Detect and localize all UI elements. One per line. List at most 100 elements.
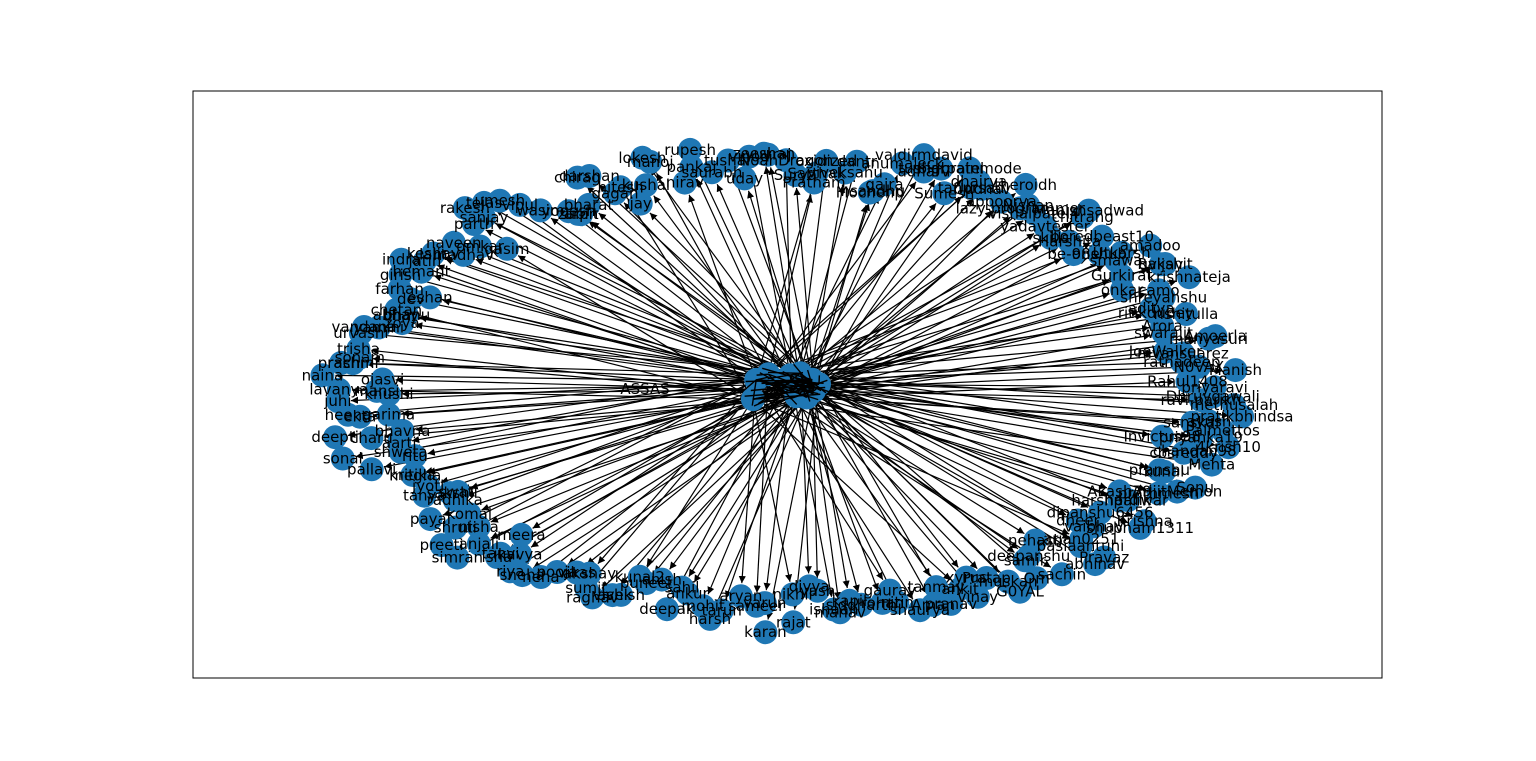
- graph-edge: [800, 372, 1108, 497]
- graph-node-label: ratnadeep: [1143, 353, 1220, 371]
- graph-edge: [495, 222, 792, 383]
- graph-node-label: Amoerla: [1184, 327, 1247, 345]
- graph-hub-edge: [739, 379, 757, 395]
- graph-node-label: theroidh: [994, 176, 1057, 194]
- graph-node-label: bigbrainmode: [917, 159, 1021, 177]
- graph-edge: [598, 184, 813, 381]
- graph-node: [376, 402, 401, 427]
- graph-node: [564, 560, 589, 585]
- graph-node-label: yash: [800, 582, 835, 600]
- graph-node: [390, 418, 415, 443]
- graph-edge: [768, 258, 1062, 375]
- graph-edge: [372, 355, 797, 397]
- graph-node: [638, 149, 663, 174]
- graph-node: [508, 542, 533, 567]
- graph-node-label: hitesh: [598, 178, 644, 196]
- graph-edge: [791, 312, 1144, 383]
- graph-edge: [597, 379, 757, 565]
- graph-node-label: payal: [410, 510, 451, 528]
- graph-node-label: chetan: [371, 301, 423, 319]
- graph-edge: [693, 387, 815, 583]
- graph-node-label: pallavi: [347, 460, 396, 478]
- graph-node: [1171, 440, 1196, 465]
- graph-edge: [601, 390, 815, 589]
- graph-node: [1065, 508, 1090, 533]
- graph-node: [628, 191, 653, 216]
- graph-node: [528, 565, 553, 589]
- graph-node: [1049, 562, 1074, 587]
- graph-edge: [768, 167, 813, 380]
- graph-edge: [790, 374, 1216, 448]
- axes-frame: [192, 90, 1383, 679]
- graph-node-label: tushar: [704, 152, 753, 170]
- graph-node: [989, 189, 1014, 214]
- graph-node-label: Surya: [774, 166, 817, 184]
- graph-node: [1177, 265, 1202, 290]
- graph-node-label: anjali: [459, 535, 499, 553]
- graph-edge: [763, 166, 802, 390]
- graph-edge: [433, 274, 757, 381]
- graph-edge: [812, 379, 1183, 451]
- graph-node-label: nehasb: [1008, 532, 1063, 550]
- graph-node-label: gvijay: [1138, 255, 1183, 273]
- graph-node-label: arjan0251: [1043, 530, 1119, 548]
- graph-edge: [795, 198, 974, 397]
- graph-node-label: akshay: [563, 565, 616, 583]
- graph-node-label: skills: [1032, 229, 1069, 247]
- graph-node: [924, 575, 949, 600]
- graph-edge: [384, 396, 807, 440]
- graph-node: [728, 584, 753, 609]
- graph-node-label: shreyanshu: [1120, 288, 1207, 306]
- graph-node-label: hemant: [393, 263, 451, 281]
- graph-edge: [532, 387, 814, 569]
- graph-node-label: sumit: [565, 579, 607, 597]
- graph-node-label: simran: [432, 549, 483, 567]
- graph-node-label: juhi: [323, 392, 351, 410]
- graph-node-label: Aman: [911, 596, 955, 614]
- graph-node-label: vaibhav: [1064, 517, 1123, 535]
- graph-node-label: ekta: [343, 408, 376, 426]
- graph-node: [1189, 388, 1213, 413]
- graph-node: [781, 610, 806, 635]
- graph-node: [890, 151, 915, 176]
- graph-edge: [452, 373, 769, 540]
- graph-node-label: nirav: [666, 174, 704, 192]
- graph-node: [872, 172, 897, 197]
- graph-node-label: pooja: [536, 563, 577, 581]
- graph-edge: [731, 172, 815, 389]
- graph-node-label: swarajit: [1134, 324, 1193, 342]
- graph-edge: [413, 262, 797, 397]
- graph-hub-edge: [791, 380, 814, 396]
- graph-edge: [813, 390, 1183, 487]
- graph-node-label: adharv: [898, 163, 951, 181]
- graph-node: [753, 620, 778, 645]
- graph-node-label: sonal: [323, 450, 363, 468]
- graph-edge: [791, 246, 1059, 383]
- graph-edge: [649, 212, 820, 385]
- graph-edge: [520, 384, 810, 565]
- graph-node-label: bhanu: [383, 306, 430, 324]
- graph-edge: [725, 396, 797, 599]
- graph-node: [418, 285, 442, 310]
- graph-hub-edge: [782, 370, 791, 376]
- graph-hub-edge: [752, 388, 807, 400]
- graph-node-label: siddharth: [826, 596, 897, 614]
- graph-node-label: lalit: [419, 245, 447, 263]
- graph-node-label: wasim: [516, 201, 564, 219]
- graph-edge: [811, 379, 1083, 521]
- graph-node: [752, 141, 776, 166]
- graph-node-label: pankaj: [666, 158, 716, 176]
- graph-node-label: vikas: [557, 564, 596, 582]
- graph-hub-edge: [745, 378, 813, 383]
- graph-edge: [811, 379, 821, 578]
- graph-node-label: parth: [454, 215, 494, 233]
- graph-edge: [335, 371, 792, 383]
- graph-node-label: yadavtester: [1000, 217, 1091, 235]
- graph-hub-edge: [752, 393, 821, 400]
- graph-node-label: Manish: [1209, 361, 1262, 379]
- graph-node-label: ravi-parikh: [1160, 391, 1241, 409]
- graph-node-label: sneha: [500, 566, 545, 584]
- graph-node-label: Pratap: [962, 569, 1011, 587]
- graph-node-label: dheer: [1056, 512, 1100, 530]
- graph-node: [330, 446, 355, 471]
